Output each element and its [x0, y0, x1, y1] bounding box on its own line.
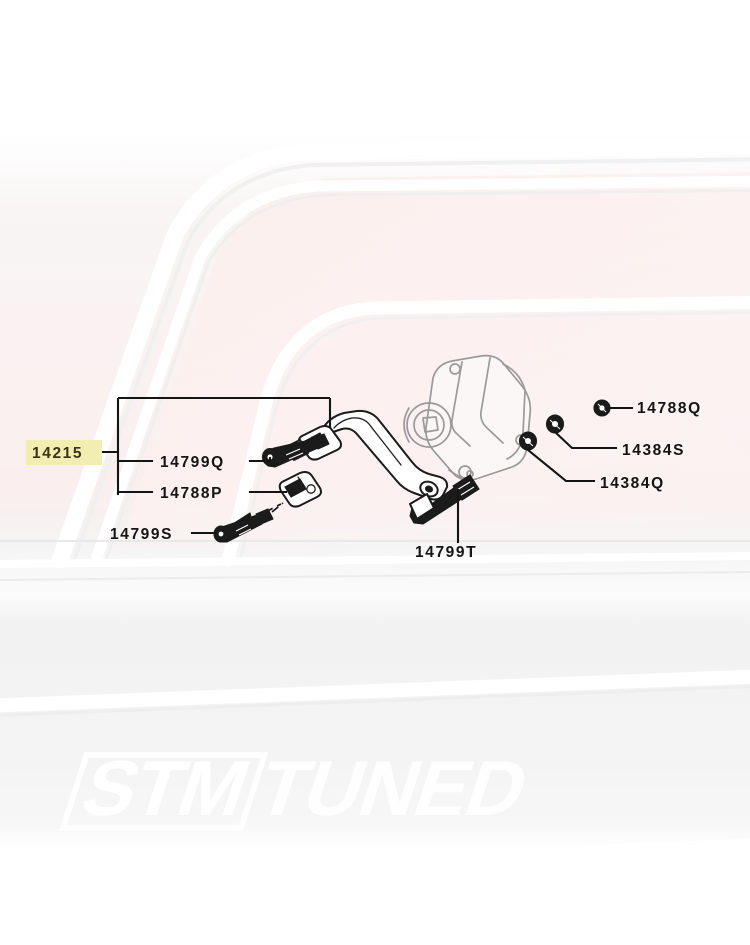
label-14384S: 14384S — [622, 442, 685, 459]
label-14788Q: 14788Q — [637, 400, 702, 417]
background-swoosh-bottom-2 — [0, 838, 750, 884]
washer-middle — [545, 414, 565, 434]
background-band-divider-1 — [0, 540, 750, 542]
background-swoosh-lower — [221, 295, 750, 567]
bolt-short-lower — [213, 508, 274, 543]
background-swoosh-bottom-edge — [0, 685, 750, 717]
label-14799T: 14799T — [415, 544, 477, 561]
background-swoosh-inner-edge — [104, 188, 750, 562]
background-swoosh-lower-edge — [238, 310, 750, 562]
background-band-divider-3 — [0, 571, 750, 581]
washer-lower — [518, 431, 538, 451]
label-14215: 14215 — [32, 445, 83, 462]
background-swoosh-bottom — [0, 669, 750, 713]
background-swoosh-outer-edge — [72, 157, 750, 562]
label-14788P: 14788P — [160, 485, 223, 502]
highlight-box — [26, 440, 102, 465]
watermark-stm-outline — [58, 752, 269, 831]
background-swoosh-inner — [90, 175, 750, 566]
bracket-clamp — [235, 471, 322, 528]
label-14799S: 14799S — [110, 526, 173, 543]
background-band-divider-2 — [0, 552, 750, 568]
label-14799Q: 14799Q — [160, 454, 225, 471]
nut-upper — [593, 399, 611, 417]
leader-lines — [98, 396, 634, 544]
alternator-body-reference — [403, 354, 532, 481]
watermark-stm: STM — [72, 745, 259, 832]
background-swoosh-outer — [51, 137, 750, 569]
label-14384Q: 14384Q — [600, 475, 665, 492]
watermark-tuned: TUNED — [247, 745, 539, 832]
